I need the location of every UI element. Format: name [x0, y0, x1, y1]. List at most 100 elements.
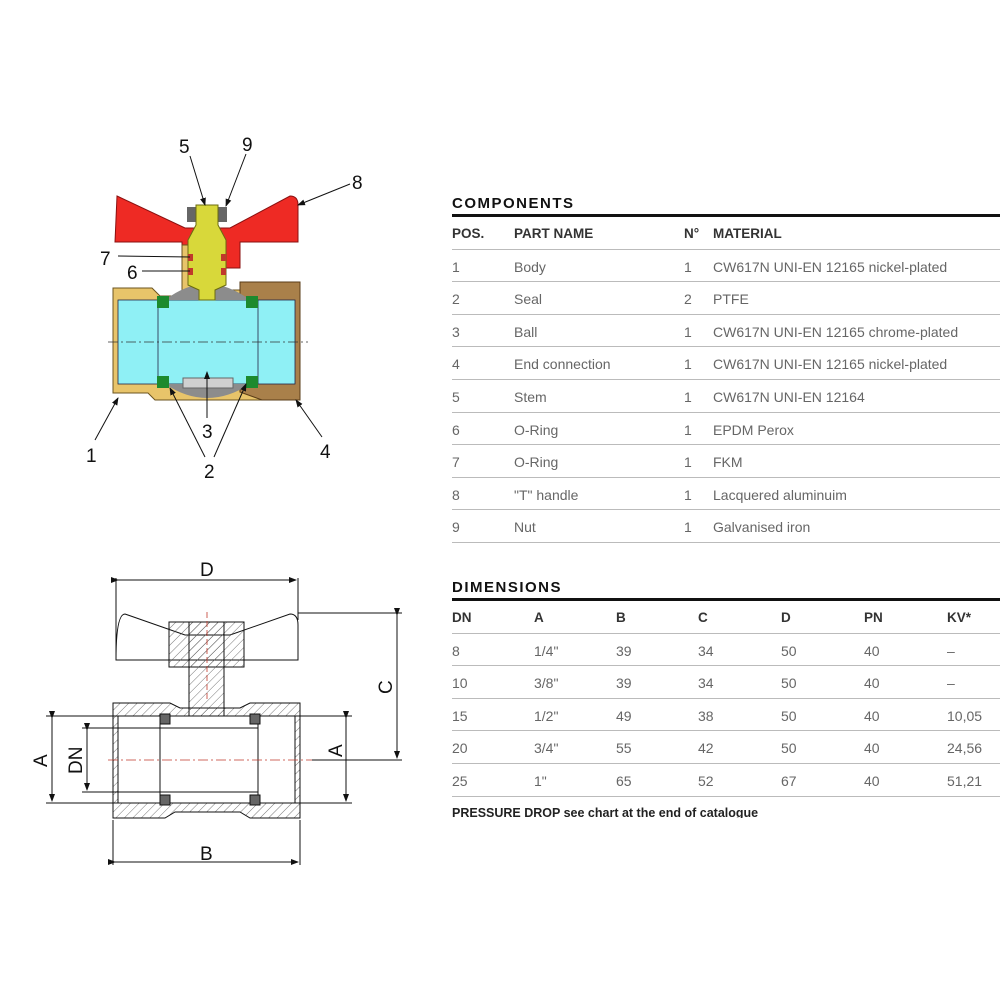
cell-part-name: "T" handle — [514, 486, 579, 503]
cell-part-name: O-Ring — [514, 421, 559, 438]
cell-material: CW617N UNI-EN 12165 chrome-plated — [713, 323, 959, 340]
cell-material: CW617N UNI-EN 12165 nickel-plated — [713, 258, 948, 275]
cell-part-name: Body — [514, 258, 546, 275]
cell-d: 50 — [781, 707, 797, 724]
cell-kv: 51,21 — [947, 772, 983, 789]
cell-kv: 24,56 — [947, 740, 983, 757]
header-part-name: PART NAME — [514, 226, 594, 241]
callout-2: 2 — [204, 462, 215, 483]
callout-4: 4 — [320, 442, 331, 463]
cell-material: EPDM Perox — [713, 421, 794, 438]
header-b: B — [616, 610, 626, 625]
cell-kv: – — [947, 675, 955, 692]
cell-qty: 1 — [684, 486, 692, 503]
cell-qty: 1 — [684, 323, 692, 340]
cell-part-name: Ball — [514, 323, 538, 340]
cell-qty: 1 — [684, 421, 692, 438]
seal — [157, 296, 169, 308]
cell-pn: 40 — [864, 642, 880, 659]
cell-kv: 10,05 — [947, 707, 983, 724]
cell-dn: 10 — [452, 675, 468, 692]
cell-dn: 20 — [452, 740, 468, 757]
cell-pos: 4 — [452, 356, 460, 373]
cell-c: 42 — [698, 740, 714, 757]
cell-pos: 2 — [452, 291, 460, 308]
cell-c: 34 — [698, 675, 714, 692]
cell-d: 67 — [781, 772, 797, 789]
divider — [452, 214, 1000, 217]
cell-pos: 8 — [452, 486, 460, 503]
header-material: MATERIAL — [713, 226, 782, 241]
cell-pos: 5 — [452, 388, 460, 405]
cell-pn: 40 — [864, 675, 880, 692]
o-ring-6 — [188, 268, 193, 275]
divider — [452, 598, 1000, 601]
header-dn: DN — [452, 610, 472, 625]
valve-dimension-drawing — [46, 577, 402, 865]
cell-dn: 8 — [452, 642, 460, 659]
cell-part-name: Nut — [514, 519, 536, 536]
dim-a-left-label: A — [31, 754, 52, 767]
header-a: A — [534, 610, 544, 625]
cell-pn: 40 — [864, 707, 880, 724]
cell-c: 52 — [698, 772, 714, 789]
cell-c: 34 — [698, 642, 714, 659]
cell-d: 50 — [781, 675, 797, 692]
cell-part-name: Stem — [514, 388, 547, 405]
header-pn: PN — [864, 610, 883, 625]
cell-b: 39 — [616, 675, 632, 692]
cell-kv: – — [947, 642, 955, 659]
dim-b-label: B — [200, 844, 213, 865]
cell-a: 1/2" — [534, 707, 559, 724]
valve-section-diagram: 1 2 3 4 5 6 7 8 9 — [86, 135, 363, 483]
pressure-drop-note: PRESSURE DROP see chart at the end of ca… — [452, 806, 759, 818]
cell-material: Lacquered aluminuim — [713, 486, 847, 503]
o-ring-7 — [188, 254, 193, 261]
table-row: 4 End connection 1 CW617N UNI-EN 12165 nick… — [452, 347, 1000, 380]
cell-qty: 1 — [684, 454, 692, 471]
cell-material: CW617N UNI-EN 12165 nickel-plated — [713, 356, 948, 373]
dim-dn-label: DN — [66, 747, 87, 774]
dim-a-right-label: A — [326, 744, 347, 757]
callout-9: 9 — [242, 135, 253, 156]
table-header: POS. PART NAME N° MATERIAL — [452, 217, 1000, 250]
cell-pos: 9 — [452, 519, 460, 536]
cell-a: 1" — [534, 772, 547, 789]
cell-a: 3/4" — [534, 740, 559, 757]
header-d: D — [781, 610, 791, 625]
dim-c-label: C — [376, 680, 397, 694]
callout-3: 3 — [202, 422, 213, 443]
cell-part-name: End connection — [514, 356, 611, 373]
dimensions-title: DIMENSIONS — [452, 579, 563, 596]
cell-pn: 40 — [864, 772, 880, 789]
cell-qty: 1 — [684, 388, 692, 405]
callout-7: 7 — [100, 249, 111, 270]
cell-a: 1/4" — [534, 642, 559, 659]
dim-d-label: D — [200, 560, 214, 581]
cell-pn: 40 — [864, 740, 880, 757]
cell-qty: 1 — [684, 356, 692, 373]
callout-6: 6 — [127, 263, 138, 284]
cell-qty: 1 — [684, 519, 692, 536]
cell-qty: 2 — [684, 291, 692, 308]
header-qty: N° — [684, 226, 700, 241]
cell-material: FKM — [713, 454, 743, 471]
callout-8: 8 — [352, 173, 363, 194]
cell-part-name: O-Ring — [514, 454, 559, 471]
stem — [187, 204, 227, 301]
table-row: 8 "T" handle 1 Lacquered aluminuim — [452, 478, 1000, 511]
cell-part-name: Seal — [514, 291, 543, 308]
cell-b: 65 — [616, 772, 632, 789]
